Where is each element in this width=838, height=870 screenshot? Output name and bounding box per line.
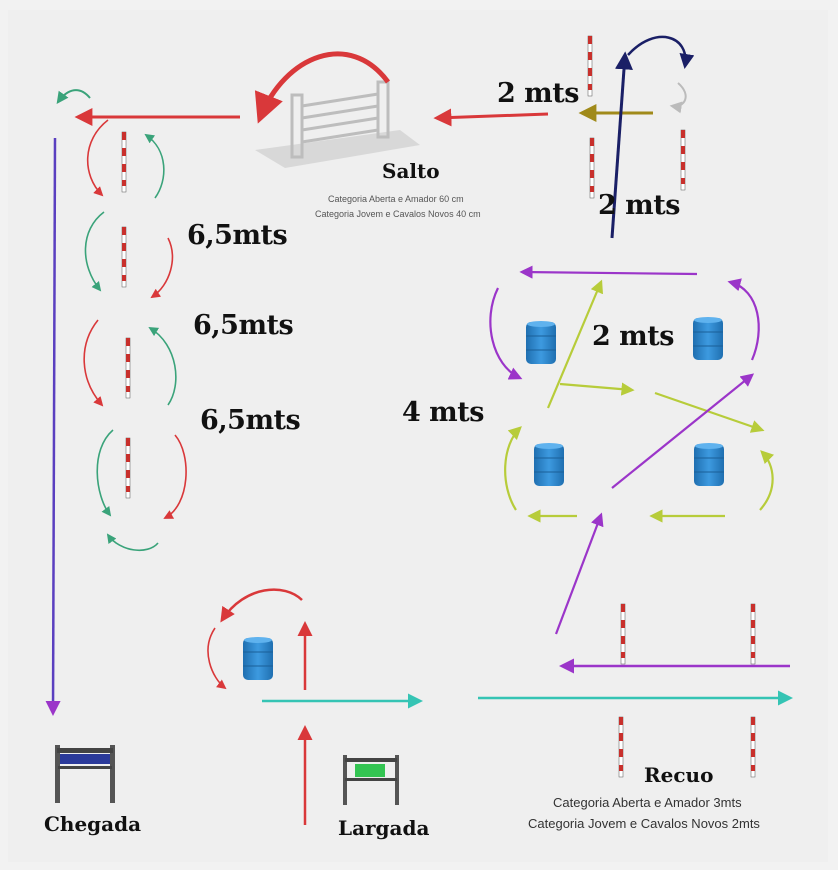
- start-gate-icon: [343, 755, 399, 805]
- barrel-icon: [533, 442, 565, 487]
- distance-label-65-1: 6,5mts: [187, 220, 288, 251]
- barrel-icon: [693, 442, 725, 487]
- arrow-up-navy: [610, 51, 633, 239]
- chegada-label: Chegada: [44, 812, 142, 836]
- arrow-green-corner: [56, 89, 91, 104]
- arrow-navy-curve: [627, 35, 695, 69]
- largada-label: Largada: [338, 816, 430, 840]
- pole-icon: [589, 137, 595, 199]
- diagram-background: [8, 10, 828, 862]
- pole-icon: [680, 129, 686, 191]
- recuo-category-1: Categoria Aberta e Amador 3mts: [553, 795, 742, 810]
- barrel-arrows: [489, 265, 775, 635]
- pole-icon: [750, 716, 756, 778]
- distance-label-65-3: 6,5mts: [200, 405, 301, 436]
- barrel-icon: [525, 320, 557, 365]
- slalom-curves: [83, 119, 187, 551]
- barrel-icon: [242, 636, 274, 681]
- pole-icon: [121, 226, 127, 288]
- arrow-to-finish: [45, 137, 61, 716]
- barrel-icon: [692, 316, 724, 361]
- salto-category-1: Categoria Aberta e Amador 60 cm: [328, 194, 464, 204]
- arrow-to-jump: [433, 108, 549, 127]
- pole-icon: [121, 131, 127, 193]
- distance-label-barrels: 2 mts: [592, 321, 674, 352]
- arrow-gray-curve: [669, 82, 687, 114]
- recuo-category-2: Categoria Jovem e Cavalos Novos 2mts: [528, 816, 760, 831]
- pole-icon: [587, 35, 593, 97]
- pole-icon: [620, 603, 626, 665]
- recuo-title: Recuo: [644, 763, 714, 787]
- arrow-barrel-turn: [220, 588, 303, 623]
- jump-fence-icon: [255, 80, 420, 168]
- pole-icon: [125, 437, 131, 499]
- pole-icon: [125, 337, 131, 399]
- distance-label-right: 2 mts: [598, 190, 680, 221]
- finish-gate-icon: [55, 745, 115, 803]
- pole-icon: [618, 716, 624, 778]
- distance-label-4mts: 4 mts: [402, 397, 484, 428]
- distance-label-65-2: 6,5mts: [193, 310, 294, 341]
- distance-label-top: 2 mts: [497, 78, 579, 109]
- arrow-barrel-turn-small: [207, 627, 227, 690]
- salto-title: Salto: [382, 159, 440, 183]
- salto-category-2: Categoria Jovem e Cavalos Novos 40 cm: [315, 209, 481, 219]
- pole-icon: [750, 603, 756, 665]
- arrow-jump-curve: [254, 51, 391, 124]
